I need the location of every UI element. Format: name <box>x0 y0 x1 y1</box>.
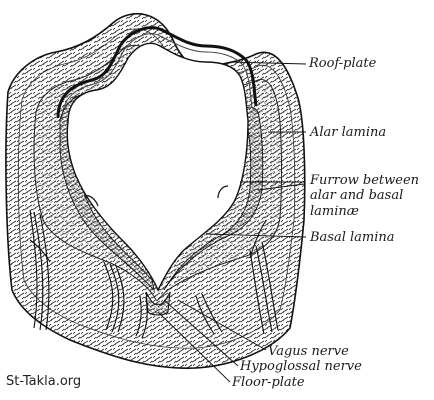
nerve-roots <box>29 209 279 339</box>
label-vagus-nerve: Vagus nerve <box>268 344 349 359</box>
label-roof-plate: Roof-plate <box>309 56 377 71</box>
roof-plate-membrane <box>56 26 258 119</box>
leader-lines <box>157 61 307 383</box>
label-alar-lamina: Alar lamina <box>310 125 387 140</box>
right-sulcus-limitans <box>217 185 229 199</box>
floor-plate <box>145 291 171 316</box>
label-basal-lamina: Basal lamina <box>310 230 395 245</box>
label-furrow-line-1: Furrow between <box>310 173 420 188</box>
label-furrow-line-3: laminæ <box>310 204 359 219</box>
label-floor-plate: Floor-plate <box>232 375 305 390</box>
fourth-ventricle-cavity <box>66 42 249 292</box>
label-furrow-line-2: alar and basal <box>310 188 404 203</box>
left-sulcus-limitans <box>83 195 99 207</box>
label-hypoglossal-nerve: Hypoglossal nerve <box>240 359 362 374</box>
watermark: St-Takla.org <box>6 374 82 389</box>
